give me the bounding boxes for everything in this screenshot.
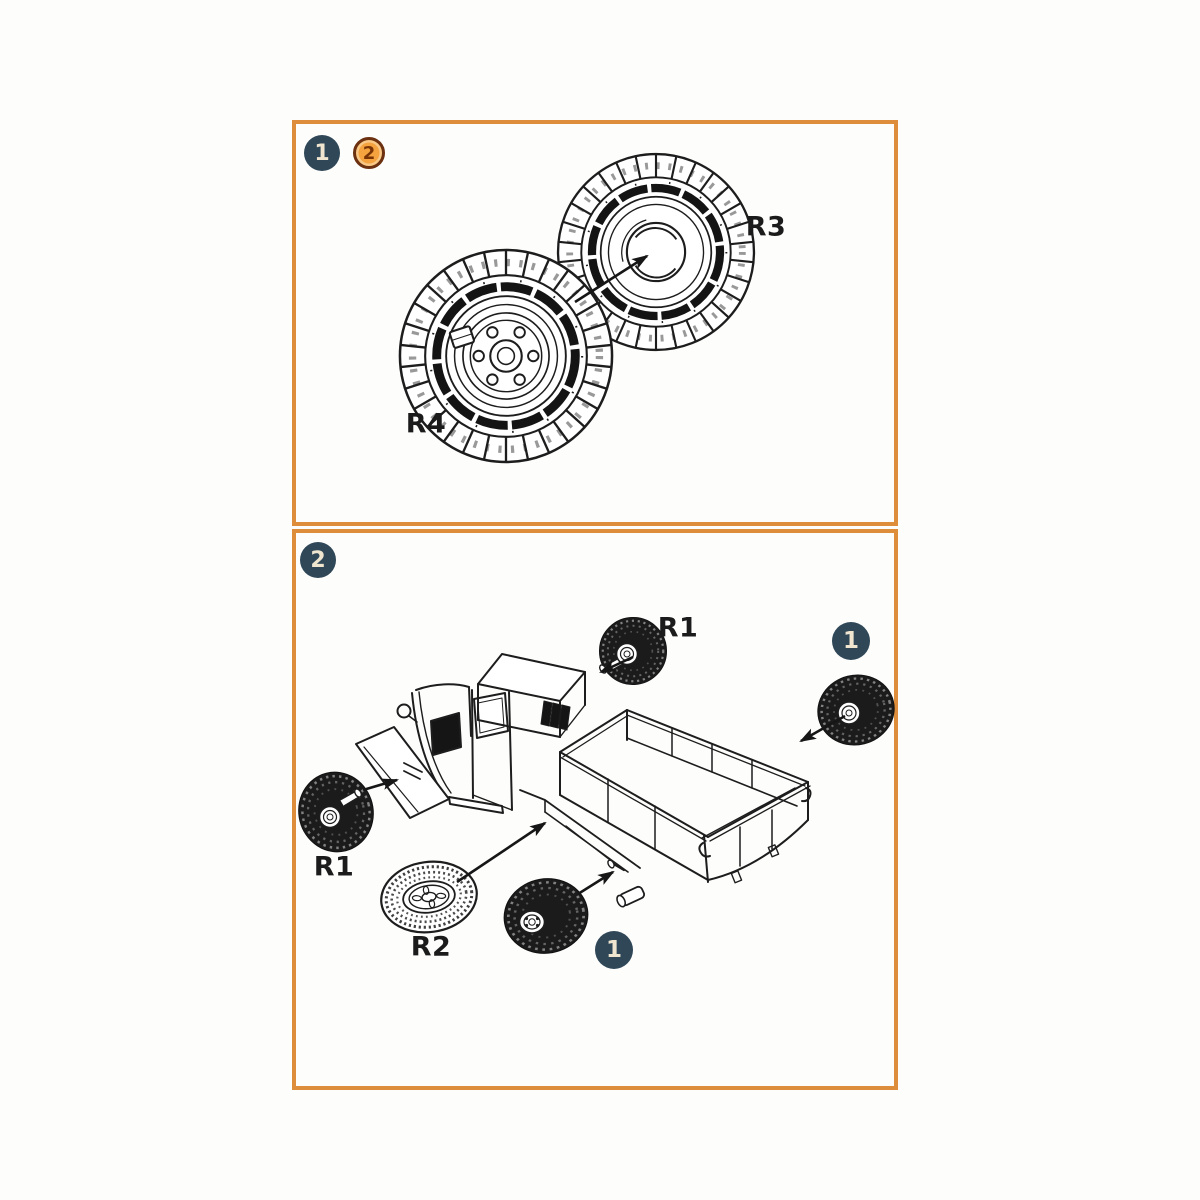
- qty-badge-bottom: 1: [595, 931, 633, 969]
- step-2-panel: [292, 529, 898, 1090]
- label-r4: R4: [405, 408, 447, 440]
- label-r1-cab: R1: [657, 612, 699, 644]
- label-r1-front: R1: [313, 851, 355, 883]
- step-2-alt-badge: 2: [353, 137, 385, 169]
- label-r3: R3: [745, 211, 787, 243]
- step-1-panel: [292, 120, 898, 526]
- qty-badge-right: 1: [832, 622, 870, 660]
- label-r2: R2: [410, 931, 452, 963]
- step-2-badge: 2: [300, 542, 336, 578]
- step-1-badge: 1: [304, 135, 340, 171]
